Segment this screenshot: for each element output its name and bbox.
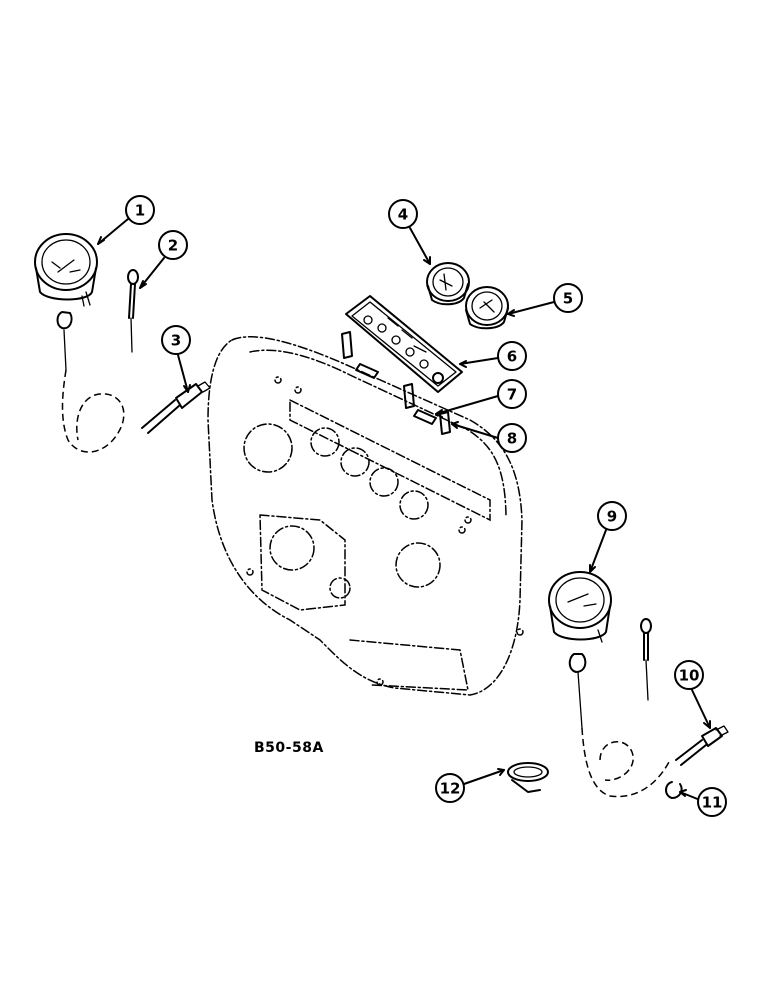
callout-label: 12: [440, 780, 461, 798]
figure-code: B50-58A: [254, 740, 324, 756]
gauge-part-4: [426, 262, 470, 306]
callout-label: 3: [171, 332, 181, 350]
callout-label: 2: [168, 237, 178, 255]
callout-4: 4: [388, 199, 418, 229]
callouts: 1 2 3 4 5 6 7 8 9 10 11 12: [125, 195, 727, 817]
callout-label: 9: [607, 508, 617, 526]
callout-9: 9: [597, 501, 627, 531]
callout-label: 1: [135, 202, 145, 220]
callout-label: 4: [398, 206, 408, 224]
callout-label: 5: [563, 290, 573, 308]
cable-part-3: [61, 369, 211, 453]
sensor-part-2: [127, 269, 139, 353]
callout-10: 10: [674, 660, 704, 690]
pin-part-7: [355, 363, 437, 425]
warning-light-panel-part-6: [345, 295, 463, 393]
callout-label: 11: [702, 794, 723, 812]
callout-label: 8: [507, 430, 517, 448]
leader-lines: [97, 218, 711, 801]
callout-6: 6: [497, 341, 527, 371]
callout-3: 3: [161, 325, 191, 355]
gauge-part-5: [465, 286, 509, 330]
instrument-panel-housing: [207, 336, 524, 696]
callout-5: 5: [553, 283, 583, 313]
callout-label: 7: [507, 386, 517, 404]
callout-12: 12: [435, 773, 465, 803]
clamp-part-12: [507, 762, 549, 793]
callout-label: 6: [507, 348, 517, 366]
bracket-part-8: [341, 331, 451, 435]
callout-2: 2: [158, 230, 188, 260]
gauge-part-9: [548, 571, 612, 729]
callout-8: 8: [497, 423, 527, 453]
cable-part-10: [581, 725, 729, 798]
clip-part-11: [665, 781, 683, 799]
callout-7: 7: [497, 379, 527, 409]
sensor-right: [640, 618, 652, 701]
callout-label: 10: [679, 667, 700, 685]
gauge-part-1: [34, 233, 98, 371]
callout-11: 11: [697, 787, 727, 817]
callout-1: 1: [125, 195, 155, 225]
